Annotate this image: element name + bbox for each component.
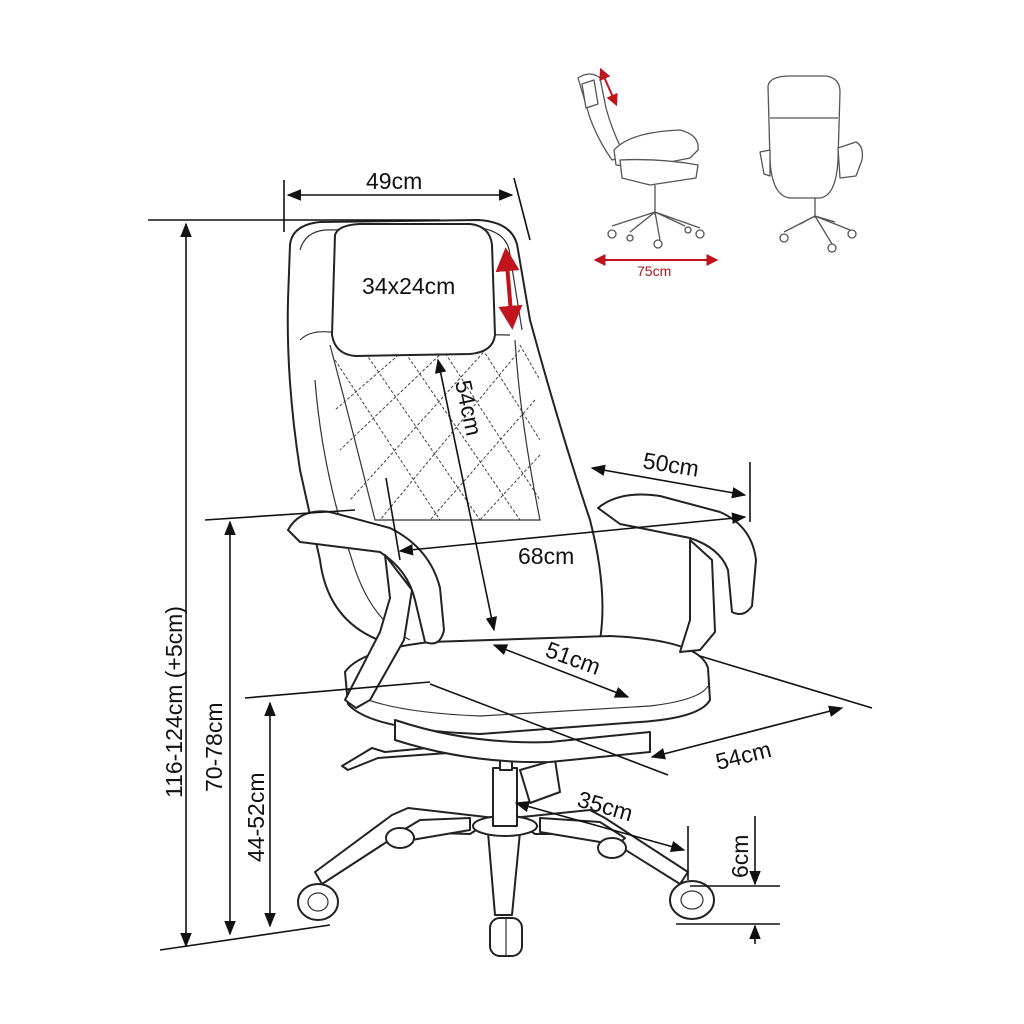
back-view-thumbnail — [759, 75, 864, 253]
double-arrow-icon — [495, 247, 523, 330]
label-seat-width: 54cm — [713, 736, 774, 775]
label-recline-length: 75cm — [637, 263, 671, 279]
label-seat-height: 44-52cm — [243, 773, 269, 862]
recline-thumbnail: 75cm — [577, 67, 719, 279]
label-total-height: 116-124cm (+5cm) — [161, 606, 187, 798]
headrest — [331, 223, 496, 357]
chair-drawing — [286, 219, 757, 957]
dimension-lines — [148, 177, 873, 951]
seat — [344, 635, 711, 764]
label-arm-span: 68cm — [518, 543, 574, 569]
label-headrest-width: 49cm — [366, 168, 422, 194]
label-armrest-height: 70-78cm — [201, 703, 227, 792]
label-caster-height: 6cm — [727, 835, 753, 878]
label-armrest-depth: 50cm — [641, 447, 701, 481]
label-headrest-size: 34x24cm — [362, 273, 455, 299]
chair-base — [297, 807, 715, 957]
double-arrow-icon — [599, 67, 618, 107]
